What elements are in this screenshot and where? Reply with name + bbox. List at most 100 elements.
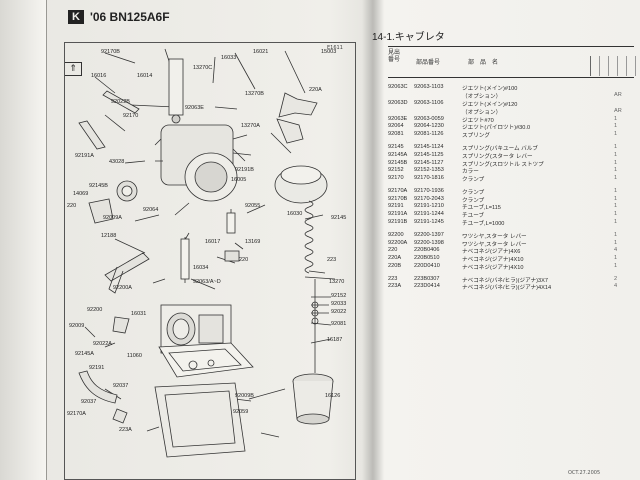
- part-qty: 1: [614, 195, 618, 202]
- part-qty: 1: [614, 231, 618, 238]
- part-qty: 1: [614, 131, 618, 138]
- callout-92022B: 92022B: [111, 99, 130, 105]
- part-name: ナベコネジ(バネ/ヒラ)(ジアナ)3X7: [462, 277, 548, 284]
- part-number: 92170-1936: [414, 187, 444, 194]
- part-ref: 92200A: [388, 239, 408, 246]
- part-ref: 92191B: [388, 219, 408, 226]
- part-ref: 92200: [388, 231, 404, 238]
- callout-92037-lower: 92037: [81, 399, 97, 405]
- part-number: 92064-1230: [414, 123, 444, 130]
- callout-16126: 16126: [325, 393, 341, 399]
- part-number: 92170-1816: [414, 175, 444, 182]
- callout-92145A: 92145A: [75, 351, 94, 357]
- applicability-columns: [590, 56, 637, 76]
- part-number: 92191-1244: [414, 211, 444, 218]
- part-qty: 1: [614, 115, 618, 122]
- kawasaki-logo-icon: K: [68, 10, 84, 24]
- part-name: ナベコネジ(バネ/ヒラ)(ジアナ)4X14: [462, 285, 552, 292]
- callout-16034: 16034: [193, 265, 209, 271]
- callout-16187: 16187: [327, 337, 343, 343]
- part-name: ジエツト(メイン)#100: [462, 86, 518, 92]
- part-number: 223D0414: [414, 283, 440, 290]
- part-ref: 92170A: [388, 187, 408, 194]
- part-number: 92145-1127: [414, 159, 444, 166]
- callout-92022A: 92022A: [93, 341, 112, 347]
- previous-page-edge: [0, 0, 47, 480]
- part-qty: 1: [614, 175, 618, 182]
- table-row: 92063E 92063-0059 ジエツト#70 1: [388, 116, 638, 124]
- callout-92170A: 92170A: [67, 411, 86, 417]
- part-number: 92200-1397: [414, 231, 444, 238]
- callout-92033: 92033: [331, 301, 347, 307]
- part-ref: 92152: [388, 167, 404, 174]
- part-name: ジエツト(パイロツト)#30.0: [462, 125, 531, 132]
- table-row: （オプション）AR: [388, 92, 638, 100]
- part-qty: AR: [614, 91, 622, 98]
- callout-92063-a-d: 92063/A~D: [193, 279, 221, 285]
- part-qty: 1: [614, 123, 618, 130]
- part-number: 92063-0059: [414, 115, 444, 122]
- callout-92145B: 92145B: [89, 183, 108, 189]
- callout-16021: 16021: [253, 49, 269, 55]
- part-ref: 92170B: [388, 195, 408, 202]
- callout-92009A: 92009A: [103, 215, 122, 221]
- part-number: 220B0406: [414, 247, 440, 254]
- callout-16016: 16016: [91, 73, 107, 79]
- callout-16030: 16030: [287, 211, 303, 217]
- part-ref: 92191: [388, 203, 404, 210]
- part-qty: 1: [614, 167, 618, 174]
- callout-16014: 16014: [137, 73, 153, 79]
- callout-13270B: 13270B: [245, 91, 264, 97]
- col-header-ref: 見出 番号: [388, 49, 401, 63]
- part-number: 92063-1103: [414, 84, 444, 90]
- callout-13270: 13270: [329, 279, 345, 285]
- callout-220A: 220A: [309, 87, 322, 93]
- part-name: ジエツト#70: [462, 117, 494, 124]
- part-name: （オプション）: [462, 109, 502, 116]
- part-name: ナベコネジ(ジアナ)4X10: [462, 257, 524, 264]
- part-name: スプリング(スロツトル ストツプ: [462, 161, 544, 168]
- part-qty: 1: [614, 263, 618, 270]
- callout-92022: 92022: [331, 309, 347, 315]
- footer-date: OCT.27.2005: [568, 470, 601, 476]
- callout-16017: 16017: [205, 239, 221, 245]
- part-name: クランプ: [462, 197, 485, 204]
- part-ref: 223A: [388, 283, 402, 290]
- callout-92064: 92064: [143, 207, 159, 213]
- part-name: チユーブ,L=115: [462, 205, 501, 212]
- carburetor-exploded-diagram: E1611 92170B 16014 13270C 16033 16021 15…: [64, 42, 356, 480]
- part-qty: 1: [614, 219, 618, 226]
- callout-92191B: 92191B: [235, 167, 254, 173]
- callout-92059: 92059: [233, 409, 249, 415]
- callout-223: 223: [327, 257, 337, 263]
- part-qty: 4: [614, 283, 618, 290]
- part-number: 92191-1210: [414, 203, 444, 210]
- callout-16031: 16031: [131, 311, 147, 317]
- part-name: スプリング(スタータ レバー: [462, 153, 533, 160]
- part-number: 92145-1124: [414, 143, 444, 150]
- callout-92009: 92009: [69, 323, 85, 329]
- callout-13270A: 13270A: [241, 123, 260, 129]
- part-qty: 1: [614, 255, 618, 262]
- part-name: ワツシヤ,スタータ レバー: [462, 241, 527, 248]
- part-name: チユーブ: [462, 213, 485, 220]
- callout-92200A: 92200A: [113, 285, 132, 291]
- frame-code: E1611: [327, 45, 343, 51]
- part-ref: 92145: [388, 143, 404, 150]
- part-ref: 92063E: [388, 115, 408, 122]
- part-qty: 1: [614, 187, 618, 194]
- part-number: 92200-1398: [414, 239, 444, 246]
- part-ref: 92145A: [388, 151, 408, 158]
